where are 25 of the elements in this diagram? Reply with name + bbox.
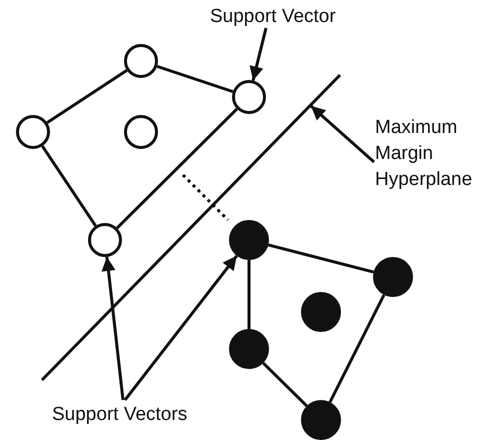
data-point	[229, 329, 269, 369]
callout-label: Support Vectors	[52, 402, 232, 428]
connecting-line	[116, 108, 238, 230]
connecting-line	[156, 64, 234, 94]
data-point	[301, 292, 341, 332]
data-point	[124, 44, 158, 78]
connecting-line	[46, 69, 128, 124]
connecting-line	[248, 260, 250, 329]
connecting-line	[41, 145, 97, 227]
arrow	[310, 104, 375, 164]
arrow	[102, 256, 124, 400]
data-point	[124, 115, 158, 149]
connecting-line	[268, 244, 374, 274]
callout-label: Maximum Margin Hyperplane	[375, 115, 500, 193]
arrow	[250, 28, 268, 81]
data-point	[232, 80, 266, 114]
data-point	[88, 223, 122, 257]
callout-label: Support Vector	[210, 4, 380, 30]
connecting-line	[262, 362, 308, 408]
connecting-line	[328, 294, 386, 403]
data-point	[373, 257, 413, 297]
data-point	[229, 220, 269, 260]
arrow	[124, 254, 238, 401]
data-point	[16, 115, 50, 149]
data-point	[301, 400, 341, 440]
